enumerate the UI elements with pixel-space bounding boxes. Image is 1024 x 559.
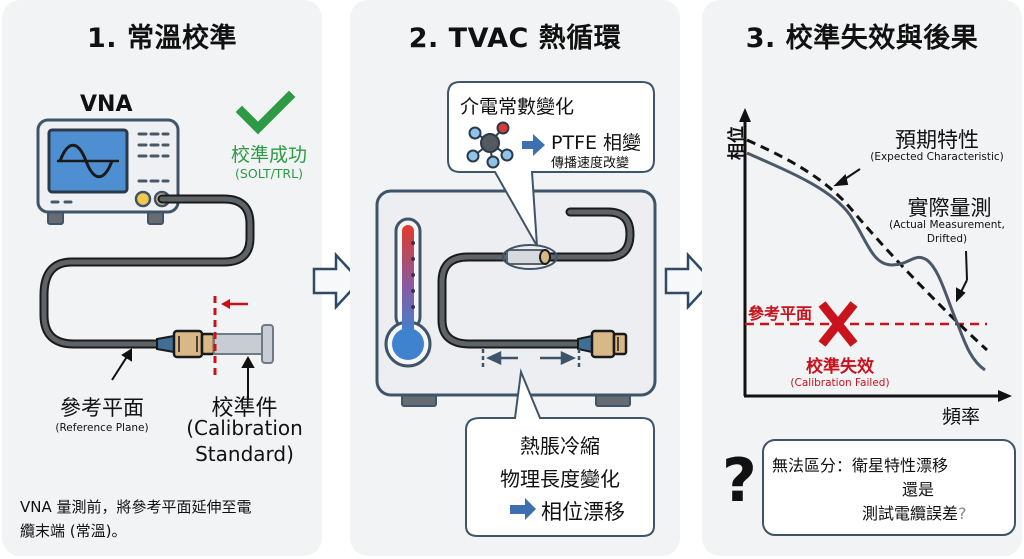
expansion-arrows [481, 349, 581, 368]
actual-measurement-label: 實際量測 [907, 196, 992, 220]
phase-vs-frequency-plot [739, 108, 1016, 536]
calibration-standard-sublabel-1: (Calibration [186, 416, 303, 440]
cable-cross-section [502, 244, 558, 270]
panel-room-temp-calibration: 1. 常溫校準 VNA [2, 0, 322, 556]
test-cable [437, 207, 635, 349]
right-arrow-icon [510, 498, 536, 520]
calibration-failed-sublabel: (Calibration Failed) [790, 377, 890, 389]
y-axis-label: 相位 [727, 126, 747, 160]
callout-dielectric-title: 介電常數變化 [460, 96, 575, 118]
reference-plane-label: 參考平面 [748, 304, 813, 323]
calibration-standard-sublabel-2: Standard) [195, 442, 294, 466]
question-line-3-text: 測試電纜誤差 [862, 504, 959, 523]
caption-line-2: 纜末端 (常溫)。 [20, 522, 127, 540]
calibration-method-label: (SOLT/TRL) [235, 166, 303, 181]
vna-label: VNA [80, 92, 133, 117]
x-axis-label: 頻率 [942, 406, 981, 428]
propagation-speed-label: 傳播速度改變 [551, 156, 630, 171]
panel-title: 2. TVAC 熱循環 [408, 23, 622, 54]
question-line-3: 測試電纜誤差? [862, 500, 967, 524]
vna-icon [36, 118, 180, 225]
reference-plane-arrow [221, 299, 248, 309]
question-line-1: 無法區分：衛星特性漂移 [772, 456, 949, 475]
right-arrow-icon [312, 252, 362, 310]
right-arrow-icon [522, 134, 545, 156]
checkmark-icon [235, 90, 296, 135]
calibration-standard-label: 校準件 [211, 396, 278, 421]
actual-measurement-sublabel-1: (Actual Measurement, [889, 219, 1005, 231]
question-box [762, 439, 1016, 536]
panel-title: 1. 常溫校準 [87, 23, 237, 54]
question-mark-icon: ? [722, 446, 757, 516]
thermometer-icon [384, 217, 432, 368]
expected-characteristic-curve [746, 138, 989, 352]
ptfe-phase-change-label: PTFE 相變 [551, 132, 642, 154]
reference-plane-label: 參考平面 [60, 396, 144, 420]
cable-connector [156, 329, 216, 359]
panel-title: 3. 校準失效與後果 [745, 23, 979, 54]
cable-connector [577, 329, 628, 359]
y-axis-arrowhead [739, 108, 751, 122]
reference-plane-sublabel: (Reference Plane) [55, 422, 149, 434]
question-line-2: 還是 [902, 480, 935, 499]
panel-tvac-thermal-cycling: 2. TVAC 熱循環 [350, 0, 680, 556]
x-axis-arrowhead [998, 390, 1012, 402]
calibration-success-label: 校準成功 [230, 144, 307, 166]
thermal-expansion-label: 熱脹冷縮 [520, 434, 600, 458]
question-end-mark: ? [958, 504, 967, 523]
actual-measurement-sublabel-2: Drifted) [926, 233, 968, 245]
pointer-arrowhead [121, 348, 132, 362]
panel-calibration-failure: 3. 校準失效與後果 相位 頻率 預期特性 (Expected Ch [702, 0, 1022, 556]
physical-length-change-label: 物理長度變化 [500, 467, 620, 491]
calibration-standard-icon [213, 324, 274, 364]
callout-thermal-expansion [465, 368, 655, 537]
cross-icon [818, 301, 858, 347]
phase-drift-label: 相位漂移 [541, 500, 625, 524]
expected-characteristic-sublabel: (Expected Characteristic) [870, 151, 1004, 163]
actual-measurement-curve [746, 151, 986, 372]
expected-characteristic-label: 預期特性 [895, 128, 979, 152]
calibration-illustration [36, 90, 296, 398]
calibration-failed-label: 校準失效 [806, 357, 874, 377]
right-arrow-icon [664, 252, 714, 310]
molecule-icon [466, 121, 514, 169]
caption-line-1: VNA 量測前，將參考平面延伸至電 [20, 498, 252, 516]
tvac-illustration [375, 81, 657, 537]
